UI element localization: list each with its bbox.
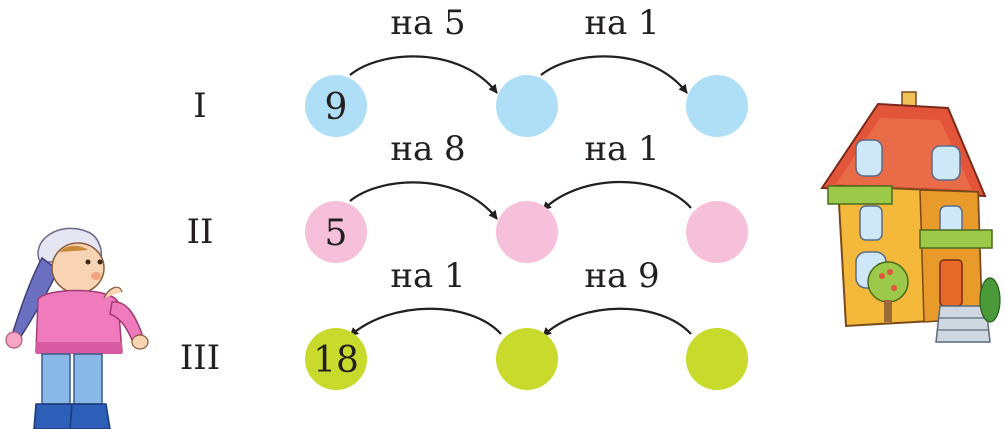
- row-1-circle-3[interactable]: [686, 75, 748, 137]
- row-2-circle-2[interactable]: [496, 201, 558, 263]
- row-3-start-number: 18: [313, 340, 359, 381]
- row-2-circle-3[interactable]: [686, 201, 748, 263]
- row-1-arrow-2: [540, 55, 688, 94]
- row-1-roman: I: [193, 86, 206, 126]
- row-1-start-number: 9: [325, 87, 348, 128]
- row-3-circle-2[interactable]: [496, 328, 558, 390]
- row-2: II на 8 на 1 5: [187, 129, 748, 263]
- row-3-circle-1[interactable]: [305, 328, 367, 390]
- row-3: III на 1 на 9 18: [180, 256, 748, 390]
- row-3-label-2: на 9: [584, 256, 659, 296]
- row-1-label-2: на 1: [584, 3, 659, 43]
- row-3-arrow-2: [542, 307, 692, 337]
- house-illustration: [820, 91, 1001, 343]
- row-1-circle-1[interactable]: [305, 75, 367, 137]
- row-2-label-2: на 1: [584, 129, 659, 169]
- row-2-roman: II: [187, 212, 214, 252]
- row-2-arrow-2: [542, 180, 692, 211]
- row-2-circle-1[interactable]: [305, 201, 367, 263]
- row-3-label-1: на 1: [390, 256, 465, 296]
- row-3-roman: III: [180, 338, 220, 378]
- row-2-start-number: 5: [325, 213, 348, 254]
- row-2-arrow-1: [349, 181, 498, 220]
- row-1: I на 5 на 1 9: [193, 3, 748, 137]
- row-2-label-1: на 8: [390, 129, 465, 169]
- row-1-circle-2[interactable]: [496, 75, 558, 137]
- row-1-label-1: на 5: [390, 3, 465, 43]
- gnome-boy-illustration: [5, 227, 149, 429]
- row-3-arrow-1: [349, 307, 502, 337]
- row-3-circle-3[interactable]: [686, 328, 748, 390]
- row-1-arrow-1: [349, 55, 498, 94]
